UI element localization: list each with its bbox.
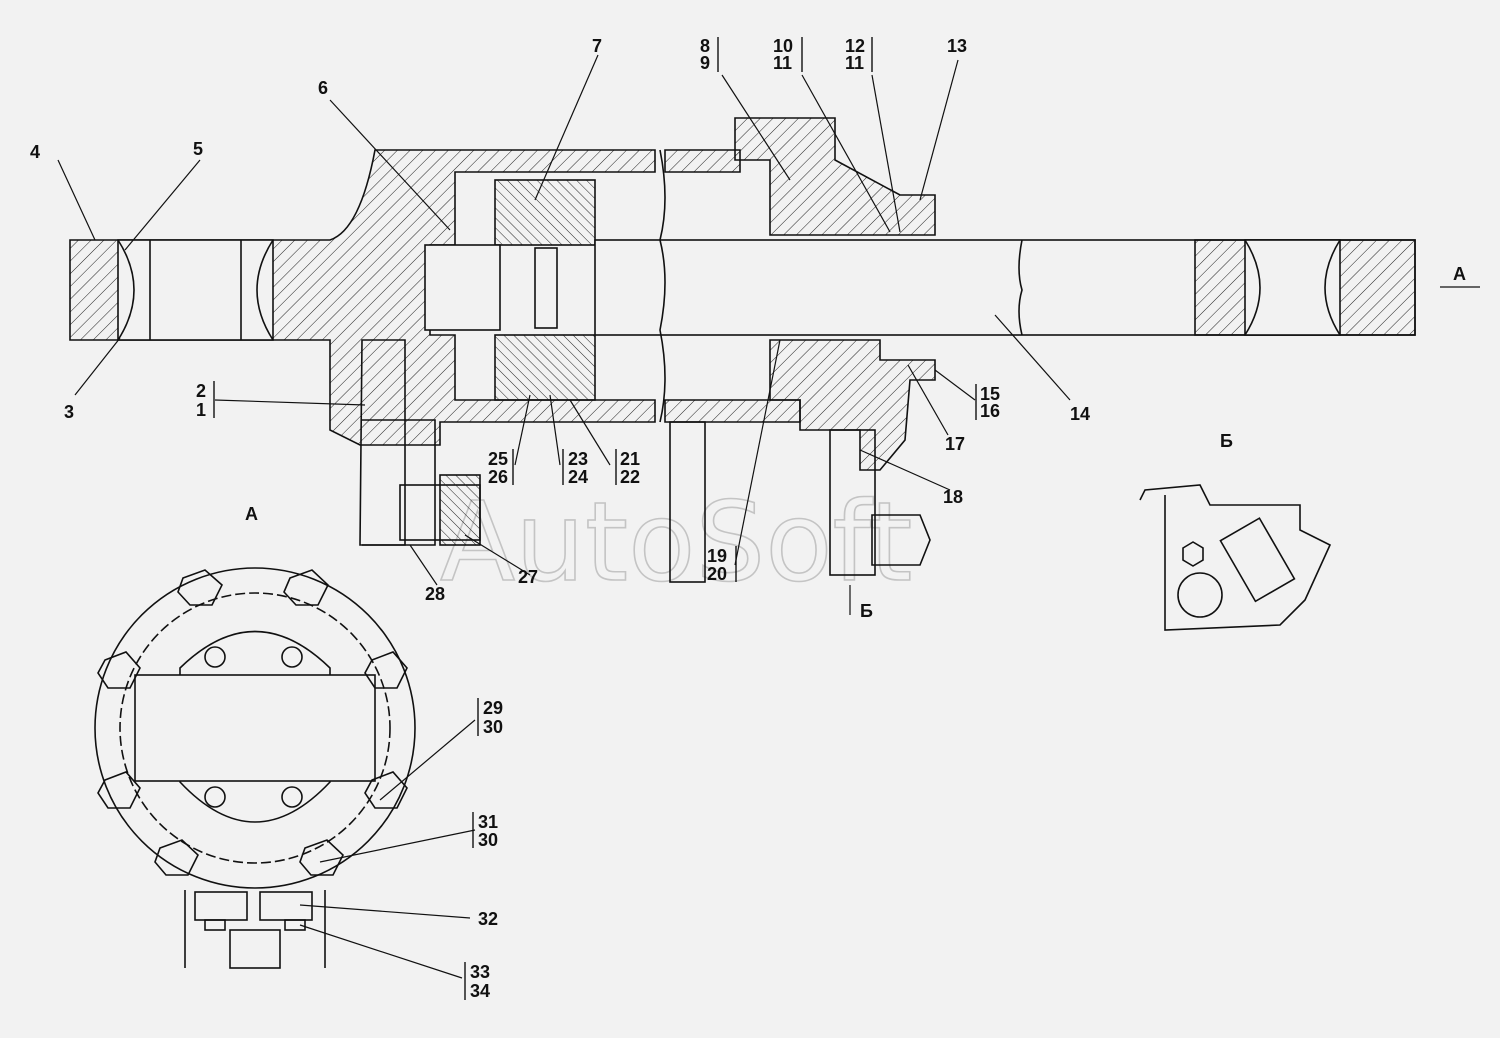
view-a-arrow-label: А <box>1453 264 1466 284</box>
view-a-title: А <box>245 504 258 524</box>
callout-16: 16 <box>980 401 1000 421</box>
right-port-pipe <box>829 429 876 576</box>
callout-29: 29 <box>483 698 503 718</box>
callout-23: 23 <box>568 449 588 469</box>
callout-7: 7 <box>592 36 602 56</box>
callout-25: 25 <box>488 449 508 469</box>
piston-nut <box>424 244 501 331</box>
view-b-fitting <box>1219 517 1296 603</box>
view-a-bolts <box>97 569 408 876</box>
callout-21: 21 <box>620 449 640 469</box>
callout-12: 12 <box>845 36 865 56</box>
view-a-flange <box>94 567 416 889</box>
view-b-arrow-label: Б <box>860 601 873 621</box>
cylinder-body <box>69 149 656 446</box>
callout-18: 18 <box>943 487 963 507</box>
right-fitting-nut <box>871 514 931 566</box>
callout-20: 20 <box>707 564 727 584</box>
mounting-bracket <box>669 421 706 583</box>
callout-9: 9 <box>700 53 710 73</box>
break-line-2 <box>1018 239 1023 336</box>
callout-14: 14 <box>1070 404 1090 424</box>
callout-1: 1 <box>196 400 206 420</box>
piston-lower <box>494 334 596 401</box>
callout-24: 24 <box>568 467 588 487</box>
right-eye-bore <box>1244 239 1341 336</box>
view-a-rod-section <box>134 674 376 782</box>
callout-11a: 11 <box>773 53 792 73</box>
callout-10: 10 <box>773 36 793 56</box>
gland-lower <box>769 339 936 471</box>
left-eye-bore <box>117 239 274 341</box>
watermark-text: AutoSoft <box>440 478 912 606</box>
callout-30a: 30 <box>483 717 503 737</box>
callout-separators <box>213 37 977 1000</box>
leader-lines <box>57 54 1480 979</box>
callout-11b: 11 <box>845 53 864 73</box>
callout-labels: 4 5 3 2 1 6 7 8 9 10 11 12 11 13 14 15 1… <box>30 36 1466 1001</box>
callout-26: 26 <box>488 467 508 487</box>
spherical-bearing-left <box>117 239 274 341</box>
callout-4: 4 <box>30 142 40 162</box>
callout-6: 6 <box>318 78 328 98</box>
callout-15: 15 <box>980 384 1000 404</box>
gland-upper <box>734 117 936 236</box>
view-b-port <box>1177 572 1223 618</box>
callout-5: 5 <box>193 139 203 159</box>
callout-13: 13 <box>947 36 967 56</box>
view-b <box>1139 484 1332 631</box>
callout-17: 17 <box>945 434 965 454</box>
callout-3: 3 <box>64 402 74 422</box>
callout-28: 28 <box>425 584 445 604</box>
main-section-view <box>69 117 1416 583</box>
callout-19: 19 <box>707 546 727 566</box>
callout-22: 22 <box>620 467 640 487</box>
break-line-1 <box>659 149 666 423</box>
callout-31: 31 <box>478 812 498 832</box>
callout-30b: 30 <box>478 830 498 850</box>
callout-2: 2 <box>196 381 206 401</box>
view-b-title: Б <box>1220 431 1233 451</box>
view-b-bolt-head <box>1182 541 1204 567</box>
callout-33: 33 <box>470 962 490 982</box>
callout-8: 8 <box>700 36 710 56</box>
callout-32: 32 <box>478 909 498 929</box>
view-a-bracket <box>184 890 326 968</box>
callout-34: 34 <box>470 981 490 1001</box>
view-a-body <box>179 630 331 823</box>
callout-27: 27 <box>518 567 538 587</box>
piston-seal-inner <box>534 247 558 329</box>
view-b-outline <box>1139 484 1332 631</box>
view-a <box>94 567 416 969</box>
piston-upper <box>494 179 596 246</box>
